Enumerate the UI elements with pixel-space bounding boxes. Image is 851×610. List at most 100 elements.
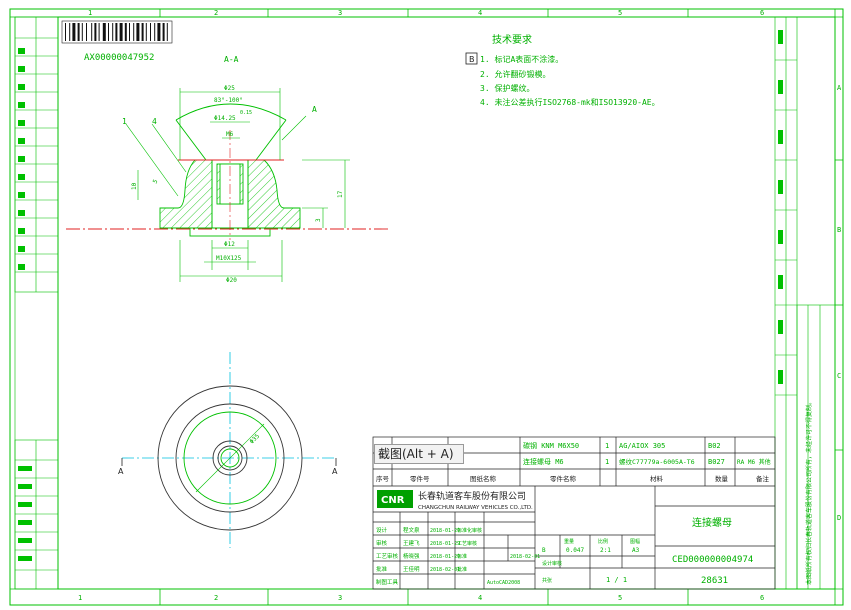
part-name: 连接螺母 (692, 516, 732, 529)
tech-req-badge (465, 52, 478, 65)
zone-label-bottom-3: 3 (338, 594, 342, 602)
outer-border (9, 8, 844, 606)
spec-2: 螺纹C77779a-6005A-T6 (619, 457, 695, 466)
zone-label-bottom-4: 4 (478, 594, 482, 602)
barcode-bar (136, 23, 140, 41)
approval-date-1: 2018-01-29 (430, 528, 460, 534)
company-name-cn: 长春轨道客车股份有限公司 (418, 490, 526, 502)
zone-label-bottom-2: 2 (214, 594, 218, 602)
barcode-bar (72, 23, 76, 41)
part-code: AX00000047952 (84, 53, 154, 63)
approval-date-4: 2018-02-01 (430, 567, 460, 573)
sheet-number: 28631 (701, 576, 728, 586)
tech-req-badge-text: B (469, 55, 475, 64)
barcode-bar (150, 23, 151, 41)
right-revision-strip (774, 16, 836, 590)
zone-label-bottom-6: 6 (760, 594, 764, 602)
zone-label-top-2: 2 (214, 9, 218, 17)
material-2: 连接螺母 M6 (523, 457, 564, 466)
header-cell-2: 零件号 (410, 474, 430, 483)
approval-note-1: 标准化审核 (457, 527, 482, 534)
barcode-bar (94, 23, 97, 41)
tech-req-line-3: 3. 保护螺纹。 (480, 83, 534, 93)
extra-note: RA M6 其他 (737, 458, 771, 466)
code-1: B02 (708, 442, 721, 450)
barcode-bar (133, 23, 135, 41)
view-marker-left: A (118, 467, 124, 476)
approval-role-3: 工艺审核 (376, 552, 399, 560)
barcode-bar (81, 23, 83, 41)
qty-2: 1 (605, 458, 609, 466)
left-revision-strip (14, 16, 59, 590)
header-cell-5: 材料 (650, 474, 664, 483)
size-label: 图幅 (630, 538, 640, 545)
approval-header: 设计审核 (542, 560, 562, 567)
barcode-bar (119, 23, 123, 41)
approval-role-1: 设计 (376, 526, 388, 534)
section-label: A-A (224, 55, 239, 64)
weight-value: 0.047 (566, 547, 584, 554)
zone-label-top-5: 5 (618, 9, 622, 17)
weight-label: 重量 (564, 538, 574, 545)
approval-date2-3: 2018-02-01 (510, 554, 540, 560)
dim-m6: M6 (226, 131, 234, 138)
approval-role-4: 批准 (376, 565, 388, 573)
sheet-size-value: A3 (632, 547, 640, 554)
scale-value: 2:1 (600, 547, 611, 554)
dim-d12: Φ12 (224, 241, 235, 248)
dim-v3: 3 (315, 218, 322, 222)
barcode-bar (65, 23, 66, 41)
section-dimension-lines (125, 88, 350, 282)
plan-view (121, 352, 337, 548)
zone-label-side-a: A (837, 84, 842, 92)
zone-label-top-1: 1 (88, 9, 92, 17)
barcode-bar (91, 23, 93, 41)
company-logo (377, 490, 413, 508)
barcode-bar (69, 23, 71, 41)
barcode-bar (129, 23, 130, 41)
barcode-bar (154, 23, 156, 41)
header-cell-6: 数量 (715, 474, 729, 483)
approval-note-4: 批准 (457, 566, 467, 573)
approval-note-5: AutoCAD2008 (487, 580, 520, 586)
barcode-bar (108, 23, 109, 41)
dim-015: 0.15 (240, 110, 252, 116)
barcode-bar (77, 23, 80, 41)
company-name-en: CHANGCHUN RAILWAY VEHICLES CO.,LTD. (418, 505, 533, 511)
drawing-number: CED000000004974 (672, 555, 753, 565)
header-cell-1: 序号 (376, 474, 390, 483)
zone-label-top-3: 3 (338, 9, 342, 17)
dim-m10: M10X125 (216, 255, 242, 262)
section-marker-a: A (312, 105, 317, 114)
barcode-bar (145, 23, 147, 41)
qty-1: 1 (605, 442, 609, 450)
approval-name-3: 杨晓强 (403, 552, 420, 560)
dim-d14: Φ14.25 (214, 115, 236, 122)
spec-1: AG/AIOX 305 (619, 442, 665, 450)
approval-note-2: 工艺审核 (457, 540, 477, 547)
barcode-bar (115, 23, 118, 41)
approval-name-2: 王建飞 (403, 539, 420, 547)
view-marker-right: A (332, 467, 338, 476)
version-label: B (542, 547, 546, 554)
approval-note-3: 标准 (457, 553, 467, 560)
approval-date-2: 2018-01-29 (430, 541, 460, 547)
left-strip-glyphs (18, 48, 32, 561)
dim-angle: 83°-100° (214, 97, 243, 104)
barcode-bar (124, 23, 127, 41)
header-cell-3: 图纸名称 (470, 474, 497, 483)
barcode-bar (162, 23, 165, 41)
zone-ticks-top (159, 9, 843, 605)
zone-label-top-6: 6 (760, 9, 764, 17)
barcode-bar (112, 23, 114, 41)
zone-label-side-c: C (837, 372, 841, 380)
sheet-label: 共张 (542, 577, 552, 584)
header-cell-7: 备注 (756, 474, 770, 483)
title-block-grid (372, 436, 776, 590)
zone-label-bottom-1: 1 (78, 594, 82, 602)
scale-label: 比例 (598, 538, 608, 545)
tech-req-line-4: 4. 未注公差执行ISO2768-mk和ISO13920-AE。 (480, 97, 660, 107)
right-strip-glyphs (778, 30, 783, 384)
tech-req-title: 技术要求 (492, 33, 532, 46)
dim-v17: 17 (337, 190, 344, 198)
